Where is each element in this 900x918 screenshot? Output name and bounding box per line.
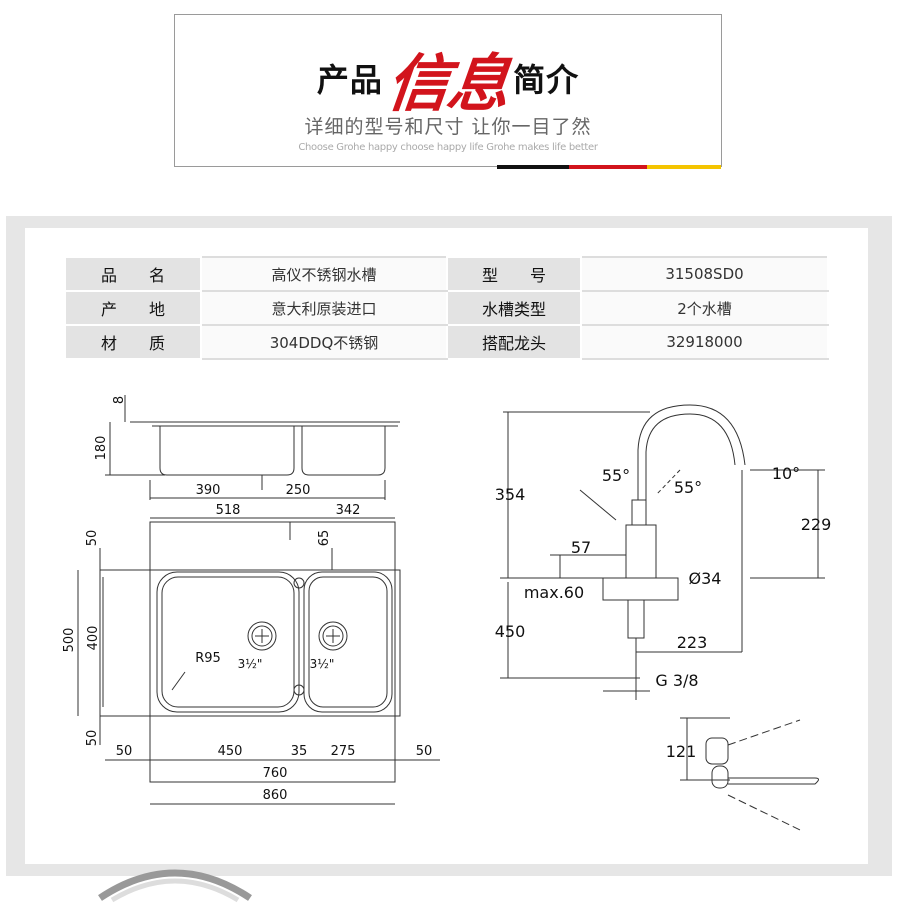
dim-b35: 35 bbox=[291, 744, 308, 759]
dim-760: 760 bbox=[263, 766, 288, 781]
spec-value: 304DDQ不锈钢 bbox=[200, 324, 448, 360]
dim-b450: 450 bbox=[218, 744, 243, 759]
drain-size-2: 3½" bbox=[310, 657, 335, 671]
spec-key: 水槽类型 bbox=[446, 290, 582, 326]
product-image-edge bbox=[98, 869, 252, 903]
banner-title: 产品 信息 简介 bbox=[175, 33, 721, 120]
dim-223: 223 bbox=[677, 633, 708, 652]
title-red: 信息 bbox=[383, 47, 512, 120]
dim-8: 8 bbox=[112, 396, 127, 404]
spec-key: 型 号 bbox=[446, 256, 582, 292]
angle-55-left: 55° bbox=[602, 466, 630, 485]
spec-value: 32918000 bbox=[580, 324, 829, 360]
dim-229: 229 bbox=[801, 515, 832, 534]
dim-400: 400 bbox=[86, 626, 101, 651]
dim-65: 65 bbox=[317, 530, 332, 547]
table-row: 品 名 高仪不锈钢水槽 型 号 31508SD0 bbox=[64, 256, 829, 292]
flag-stripe-red bbox=[569, 165, 647, 169]
angle-10: 10° bbox=[772, 464, 800, 483]
dim-121: 121 bbox=[666, 742, 697, 761]
sink-drawing: 8 180 390 250 518 342 65 50 500 400 50 R… bbox=[62, 395, 440, 805]
flag-stripe-black bbox=[497, 165, 569, 169]
dim-180: 180 bbox=[94, 436, 109, 461]
dim-860: 860 bbox=[263, 788, 288, 803]
spec-table: 品 名 高仪不锈钢水槽 型 号 31508SD0 产 地 意大利原装进口 水槽类… bbox=[64, 256, 829, 360]
dim-b50-left: 50 bbox=[116, 744, 133, 759]
intro-banner: 产品 信息 简介 详细的型号和尺寸 让你一目了然 Choose Grohe ha… bbox=[174, 14, 722, 169]
dim-500: 500 bbox=[62, 628, 77, 653]
spec-key: 搭配龙头 bbox=[446, 324, 582, 360]
dim-342: 342 bbox=[336, 503, 361, 518]
dim-50-top: 50 bbox=[85, 530, 100, 547]
dim-max-60: max.60 bbox=[524, 583, 584, 602]
banner-slogan: Choose Grohe happy choose happy life Gro… bbox=[298, 142, 598, 153]
dim-r95: R95 bbox=[195, 651, 221, 666]
dim-50-bottom: 50 bbox=[85, 730, 100, 747]
spec-value: 高仪不锈钢水槽 bbox=[200, 256, 448, 292]
drain-size-1: 3½" bbox=[238, 657, 263, 671]
spec-value: 意大利原装进口 bbox=[200, 290, 448, 326]
dim-390: 390 bbox=[196, 483, 221, 498]
dim-450: 450 bbox=[495, 622, 526, 641]
title-left: 产品 bbox=[316, 61, 383, 99]
angle-55-right: 55° bbox=[674, 478, 702, 497]
dim-b50-right: 50 bbox=[416, 744, 433, 759]
dim-518: 518 bbox=[216, 503, 241, 518]
spec-value: 2个水槽 bbox=[580, 290, 829, 326]
table-row: 材 质 304DDQ不锈钢 搭配龙头 32918000 bbox=[64, 324, 829, 360]
spec-key: 材 质 bbox=[64, 324, 202, 360]
spec-value: 31508SD0 bbox=[580, 256, 829, 292]
spec-key: 产 地 bbox=[64, 290, 202, 326]
dim-250: 250 bbox=[286, 483, 311, 498]
thread-g38: G 3/8 bbox=[655, 671, 698, 690]
faucet-drawing: 354 55° 55° 10° 229 57 Ø34 max.60 450 22… bbox=[495, 404, 832, 831]
flag-stripe-yellow bbox=[647, 165, 721, 169]
spec-key: 品 名 bbox=[64, 256, 202, 292]
table-row: 产 地 意大利原装进口 水槽类型 2个水槽 bbox=[64, 290, 829, 326]
dim-57: 57 bbox=[571, 538, 591, 557]
dim-354: 354 bbox=[495, 485, 526, 504]
title-right: 简介 bbox=[513, 61, 580, 99]
banner-subtitle: 详细的型号和尺寸 让你一目了然 bbox=[304, 116, 592, 138]
dim-diameter-34: Ø34 bbox=[689, 569, 722, 588]
dim-b275: 275 bbox=[331, 744, 356, 759]
